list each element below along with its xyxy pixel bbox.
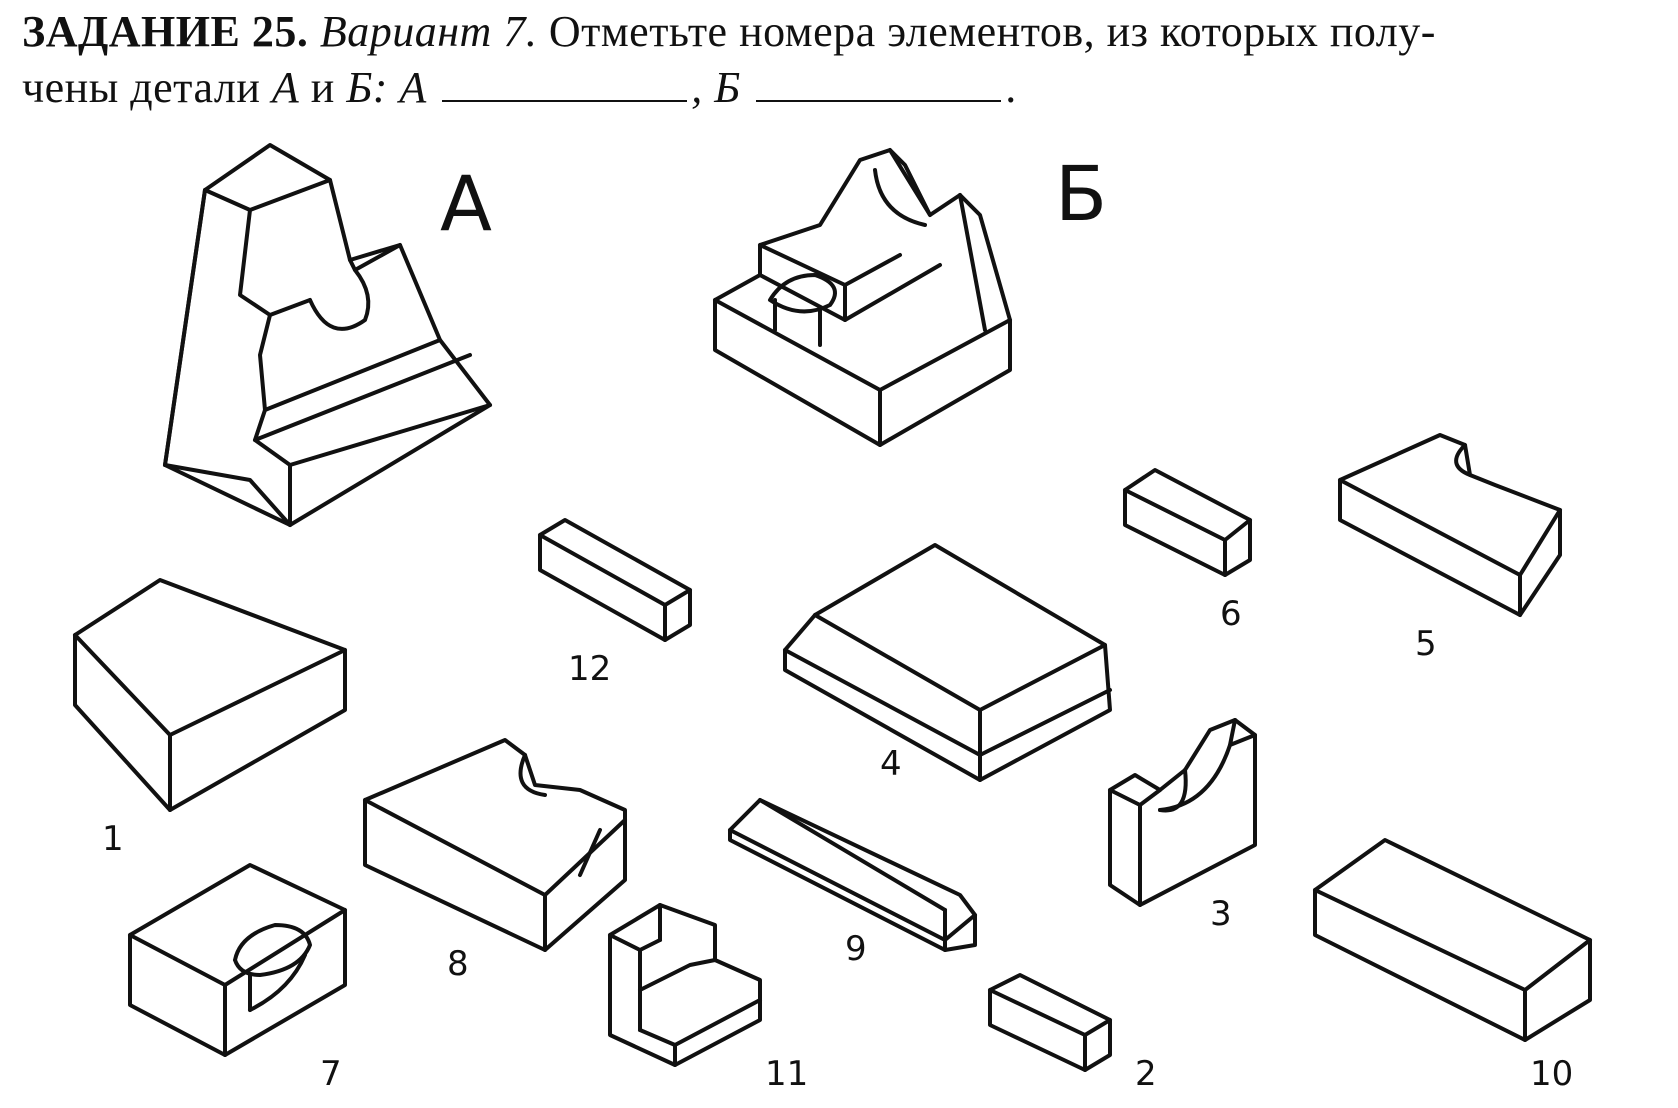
part-a-ref: А: [271, 63, 300, 112]
part-a-label: А: [440, 159, 492, 248]
task-text: ЗАДАНИЕ 25. Вариант 7. Отметьте номера э…: [22, 4, 1652, 116]
task-instruction-cont: чены детали: [22, 63, 261, 112]
task-line-1: ЗАДАНИЕ 25. Вариант 7. Отметьте номера э…: [22, 4, 1652, 60]
answer-a-blank[interactable]: [442, 60, 688, 102]
element-11-drawing: [608, 903, 762, 1067]
element-7-label: 7: [320, 1054, 342, 1094]
element-9-drawing: [728, 798, 977, 952]
answer-b-label: , Б: [691, 63, 741, 112]
element-3-drawing: [1108, 718, 1257, 907]
task-heading: ЗАДАНИЕ 25.: [22, 7, 309, 56]
element-10-drawing: [1313, 838, 1592, 1042]
element-4-label: 4: [880, 744, 902, 784]
element-7-drawing: [128, 863, 347, 1057]
element-5-label: 5: [1415, 624, 1437, 664]
part-b-label: Б: [1055, 149, 1107, 238]
part-b-ref: Б: [346, 63, 373, 112]
element-10-label: 10: [1530, 1054, 1573, 1094]
element-6-drawing: [1123, 468, 1252, 577]
part-a-drawing: [163, 143, 492, 527]
element-2-drawing: [988, 973, 1112, 1072]
element-11-label: 11: [765, 1054, 808, 1094]
element-5-drawing: [1338, 433, 1562, 617]
element-9-label: 9: [845, 929, 867, 969]
conjunction: и: [310, 63, 335, 112]
element-1-label: 1: [102, 819, 124, 859]
element-8-drawing: [363, 738, 627, 952]
part-b-drawing: [713, 148, 1012, 447]
element-1-drawing: [73, 578, 347, 812]
element-3-label: 3: [1210, 894, 1232, 934]
period: .: [1005, 63, 1017, 112]
task-line-2: чены детали А и Б: А , Б .: [22, 60, 1652, 116]
element-12-label: 12: [568, 649, 611, 689]
element-12-drawing: [538, 518, 692, 642]
element-6-label: 6: [1220, 594, 1242, 634]
task-instruction: Отметьте номера элементов, из которых по…: [548, 7, 1436, 56]
answer-a-label: : А: [372, 63, 427, 112]
element-4-drawing: [783, 543, 1112, 782]
element-2-label: 2: [1135, 1054, 1157, 1094]
answer-b-blank[interactable]: [756, 60, 1002, 102]
element-8-label: 8: [447, 944, 469, 984]
task-variant: Вариант 7.: [319, 7, 538, 56]
